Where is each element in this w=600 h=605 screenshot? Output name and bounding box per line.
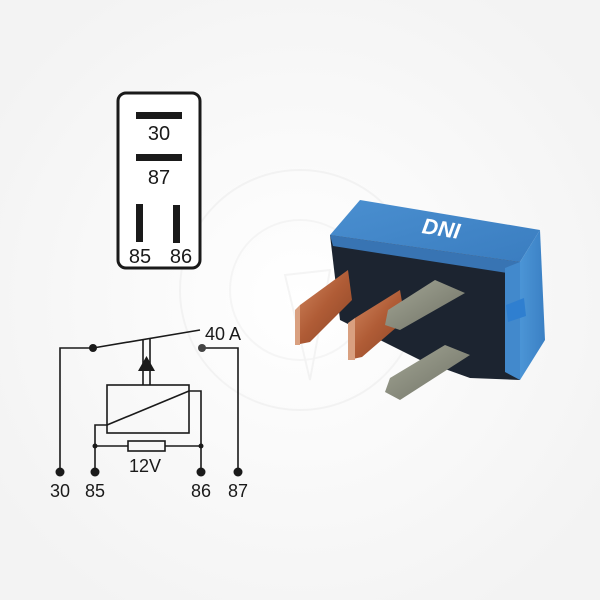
pin-86-blade xyxy=(173,205,180,243)
pin-layout-diagram: 30 87 85 86 xyxy=(116,91,202,270)
silver-blade-lower xyxy=(385,345,470,400)
terminal-30-label: 30 xyxy=(50,481,70,501)
relay-side-face xyxy=(520,230,545,380)
pin-85-blade xyxy=(136,204,143,242)
copper-blade-2-edge xyxy=(348,318,355,360)
node-switch-common xyxy=(89,344,97,352)
terminal-87-label: 87 xyxy=(228,481,248,501)
wire-85 xyxy=(94,424,107,470)
relay-schematic xyxy=(59,329,239,470)
copper-blade-2 xyxy=(348,290,405,360)
node-junction-right xyxy=(198,443,204,449)
terminal-86-dot xyxy=(196,467,206,477)
terminal-85-dot xyxy=(90,467,100,477)
pin-87-blade xyxy=(136,154,182,161)
node-junction-left xyxy=(92,443,98,449)
pin-85-label: 85 xyxy=(129,246,151,268)
relay-product-photo: DNI xyxy=(295,200,545,400)
wire-30 xyxy=(59,347,93,470)
schematic-nodes xyxy=(55,344,243,477)
pin-87-label: 87 xyxy=(148,167,170,189)
terminal-86-label: 86 xyxy=(191,481,211,501)
copper-blade-1 xyxy=(295,270,352,345)
coil-box xyxy=(106,384,190,434)
pin-86-label: 86 xyxy=(170,246,192,268)
current-rating-label: 40 A xyxy=(205,324,241,344)
relay-front-rim xyxy=(330,235,520,275)
terminal-30-dot xyxy=(55,467,65,477)
actuator-arrow-icon xyxy=(138,356,155,371)
relay-top-face xyxy=(330,200,540,262)
switch-arm xyxy=(92,329,201,349)
wire-87 xyxy=(202,347,239,470)
terminal-87-dot xyxy=(233,467,243,477)
silver-blade-upper xyxy=(385,280,465,330)
pin-30-label: 30 xyxy=(148,123,170,145)
pin-30-blade xyxy=(136,112,182,119)
terminal-85-label: 85 xyxy=(85,481,105,501)
brand-logo: DNI xyxy=(421,213,463,244)
coil-voltage-label: 12V xyxy=(129,456,161,476)
coil-diagonal xyxy=(106,390,190,426)
relay-front-edge xyxy=(505,262,520,380)
relay-side-clip xyxy=(506,298,526,322)
copper-blade-1-edge xyxy=(295,305,300,345)
node-87-contact xyxy=(198,344,206,352)
